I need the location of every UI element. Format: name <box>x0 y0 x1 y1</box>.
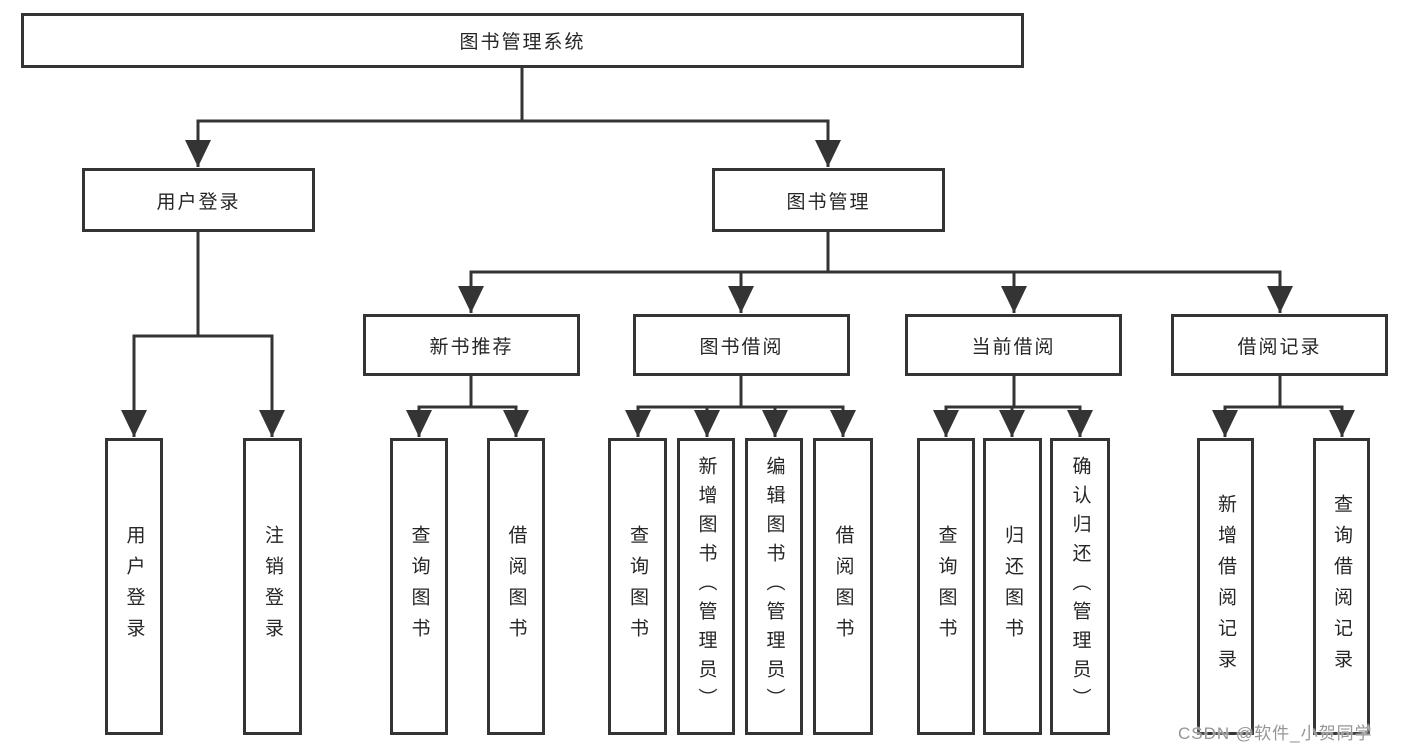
connector-current-borrow-children <box>933 376 1093 437</box>
node-book-borrow: 图书借阅 <box>633 314 850 376</box>
node-return-books: 归还图书 <box>983 438 1042 735</box>
node-borrow-records: 借阅记录 <box>1171 314 1388 376</box>
connector-book-management-children <box>458 232 1293 313</box>
node-edit-book-admin: 编辑图书（管理员） <box>745 438 803 735</box>
node-user-login: 用户登录 <box>82 168 315 232</box>
watermark-text: CSDN @软件_小贺同学 <box>1178 724 1373 743</box>
node-confirm-return-admin: 确认归还（管理员） <box>1050 438 1110 735</box>
node-book-management: 图书管理 <box>712 168 945 232</box>
node-user-login-leaf: 用户登录 <box>105 438 163 735</box>
node-query-borrow-record: 查询借阅记录 <box>1313 438 1370 735</box>
node-current-borrow: 当前借阅 <box>905 314 1122 376</box>
connector-user-login-children <box>121 232 285 437</box>
node-library-system: 图书管理系统 <box>21 13 1024 68</box>
node-query-books-borrow: 查询图书 <box>608 438 667 735</box>
connector-root-to-level2 <box>185 68 841 167</box>
connector-borrow-records-children <box>1212 376 1355 437</box>
node-query-books-recommend: 查询图书 <box>390 438 448 735</box>
node-add-book-admin: 新增图书（管理员） <box>677 438 735 735</box>
node-borrow-books-leaf: 借阅图书 <box>813 438 873 735</box>
connector-new-book-recommend-children <box>406 376 529 437</box>
node-query-books-current: 查询图书 <box>917 438 975 735</box>
node-logout: 注销登录 <box>243 438 302 735</box>
connector-book-borrow-children <box>625 376 856 437</box>
node-borrow-books-recommend: 借阅图书 <box>487 438 545 735</box>
node-add-borrow-record: 新增借阅记录 <box>1197 438 1254 735</box>
node-new-book-recommend: 新书推荐 <box>363 314 580 376</box>
